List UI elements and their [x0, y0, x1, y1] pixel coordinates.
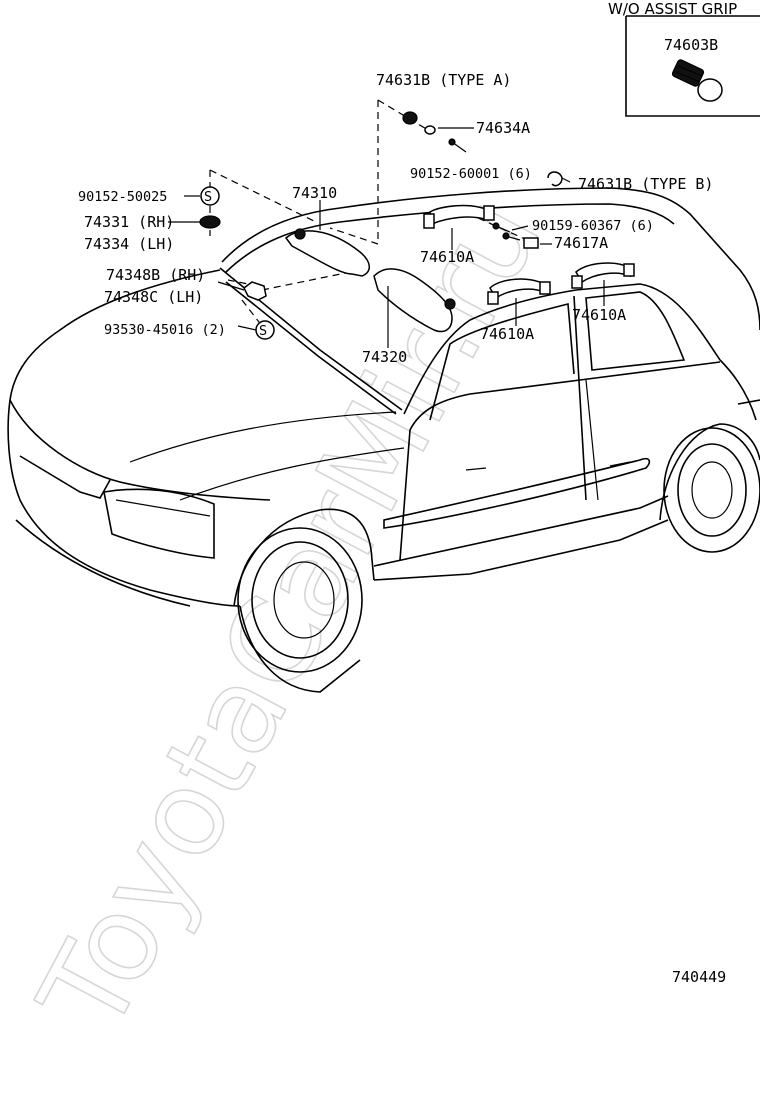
holder-74348B-icon	[243, 281, 267, 301]
label-74331-rh: 74331 (RH)	[84, 213, 174, 231]
cap-74331-icon	[199, 215, 221, 229]
label-74348C-lh: 74348C (LH)	[104, 288, 203, 306]
sun-visor-74310	[284, 228, 370, 277]
label-90159-60367: 90159-60367 (6)	[532, 218, 654, 234]
svg-text:S: S	[259, 323, 267, 339]
inset-box: W/O ASSIST GRIP 74603B	[608, 0, 760, 117]
clip-74634A-icon	[424, 125, 436, 135]
screw-93530-45016-icon: S	[255, 320, 275, 340]
label-74603B: 74603B	[664, 36, 718, 54]
label-74610A-mid: 74610A	[480, 325, 534, 343]
inset-header: W/O ASSIST GRIP	[608, 0, 737, 18]
clip-74631B-A-icon	[402, 111, 418, 125]
label-74320: 74320	[362, 348, 407, 366]
leader-lines	[168, 127, 605, 348]
drawing-number: 740449	[672, 968, 726, 986]
label-74610A-right: 74610A	[572, 306, 626, 324]
label-90152-60001: 90152-60001 (6)	[410, 166, 532, 182]
clip-74631B-B-icon	[547, 171, 563, 187]
car-body	[7, 187, 760, 693]
label-74310: 74310	[292, 184, 337, 202]
label-74617A: 74617A	[554, 234, 608, 252]
label-74348B-rh: 74348B (RH)	[106, 266, 205, 284]
clip-74617A-icon	[523, 237, 539, 249]
screw-90159-60367-icon	[492, 222, 521, 241]
sun-visor-74320	[373, 268, 456, 333]
screw-90152-60001-icon	[448, 138, 467, 153]
label-74334-lh: 74334 (LH)	[84, 235, 174, 253]
label-90152-50025: 90152-50025	[78, 189, 167, 205]
label-74631B-type-b: 74631B (TYPE B)	[578, 175, 713, 193]
assist-grip-74610A-mid-icon	[487, 278, 551, 305]
part-labels: 74631B (TYPE A) 74634A 90152-60001 (6) 7…	[78, 71, 726, 986]
watermark: ToyotaCarMir.ru	[12, 175, 567, 1054]
label-74634A: 74634A	[476, 119, 530, 137]
label-74631B-type-a: 74631B (TYPE A)	[376, 71, 511, 89]
clip-74603B-icon	[671, 59, 723, 102]
label-74610A-top: 74610A	[420, 248, 474, 266]
label-93530-45016: 93530-45016 (2)	[104, 322, 226, 338]
assist-grip-74610A-right-icon	[571, 262, 635, 289]
assist-grip-74610A-top-icon	[423, 204, 495, 229]
screw-90152-50025-icon: S	[200, 186, 220, 206]
svg-text:S: S	[204, 189, 212, 205]
